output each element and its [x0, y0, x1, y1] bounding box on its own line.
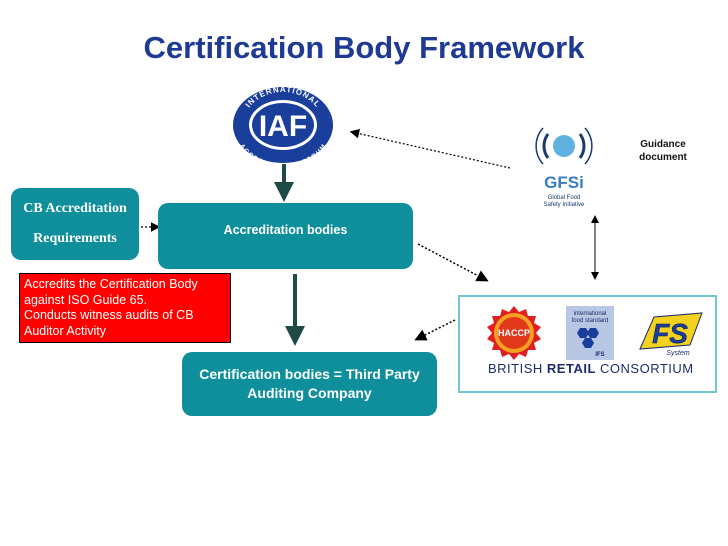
gfsi-line2: Safety Initiative — [544, 202, 585, 208]
cb-accreditation-requirements-box: CB Accreditation Requirements — [11, 188, 139, 260]
guidance-line-2: document — [639, 152, 687, 163]
brc-logo-text: BRITISH RETAIL CONSORTIUM — [488, 361, 718, 376]
arrow-gfsi-to-iaf — [349, 128, 511, 169]
iaf-letters: IAF — [259, 110, 307, 143]
note-line-3: Conducts witness audits of CB — [24, 308, 194, 322]
note-line-2: against ISO Guide 65. — [24, 292, 147, 307]
standards-box: HACCP international food standard IFS FS… — [458, 295, 717, 393]
brc-british: BRITISH — [488, 361, 543, 376]
ifs-badge: IFS — [595, 352, 604, 358]
iaf-logo: INTERNATIONAL ACCREDITATION FORUM IAF — [233, 86, 333, 164]
fs-letters: FS — [652, 318, 688, 349]
ifs-logo: international food standard IFS — [566, 306, 614, 360]
accredits-note-box: Accredits the Certification Body against… — [19, 273, 231, 343]
brc-consortium: CONSORTIUM — [600, 361, 694, 376]
haccp-text: HACCP — [498, 328, 530, 338]
note-line-4: Auditor Activity — [24, 323, 106, 338]
guidance-document-label: Guidance document — [628, 138, 698, 164]
cb-req-line-1: CB Accreditation — [23, 201, 127, 216]
arrow-accreditation-to-standards — [417, 243, 489, 282]
guidance-line-1: Guidance — [640, 139, 686, 150]
brc-retail: RETAIL — [546, 361, 596, 376]
ifs-line1: international — [574, 311, 607, 317]
haccp-logo: HACCP — [487, 306, 541, 360]
cb-req-line-2: Requirements — [33, 231, 117, 246]
note-line-1: Accredits the Certification Body — [24, 277, 198, 291]
accreditation-bodies-box: Accreditation bodies — [158, 203, 413, 269]
gfsi-letters: GFSi — [544, 173, 584, 192]
page-title: Certification Body Framework — [143, 30, 585, 65]
fs-word: System — [666, 350, 690, 357]
gfsi-line1: Global Food — [548, 195, 581, 201]
ifs-line2: food standard — [572, 318, 609, 324]
arrow-standards-to-certification — [414, 319, 456, 341]
gfsi-logo: GFSi Global Food Safety Initiative — [535, 127, 593, 208]
certification-bodies-box: Certification bodies = Third Party Audit… — [182, 352, 437, 416]
fs-system-logo: FS System — [639, 312, 703, 357]
